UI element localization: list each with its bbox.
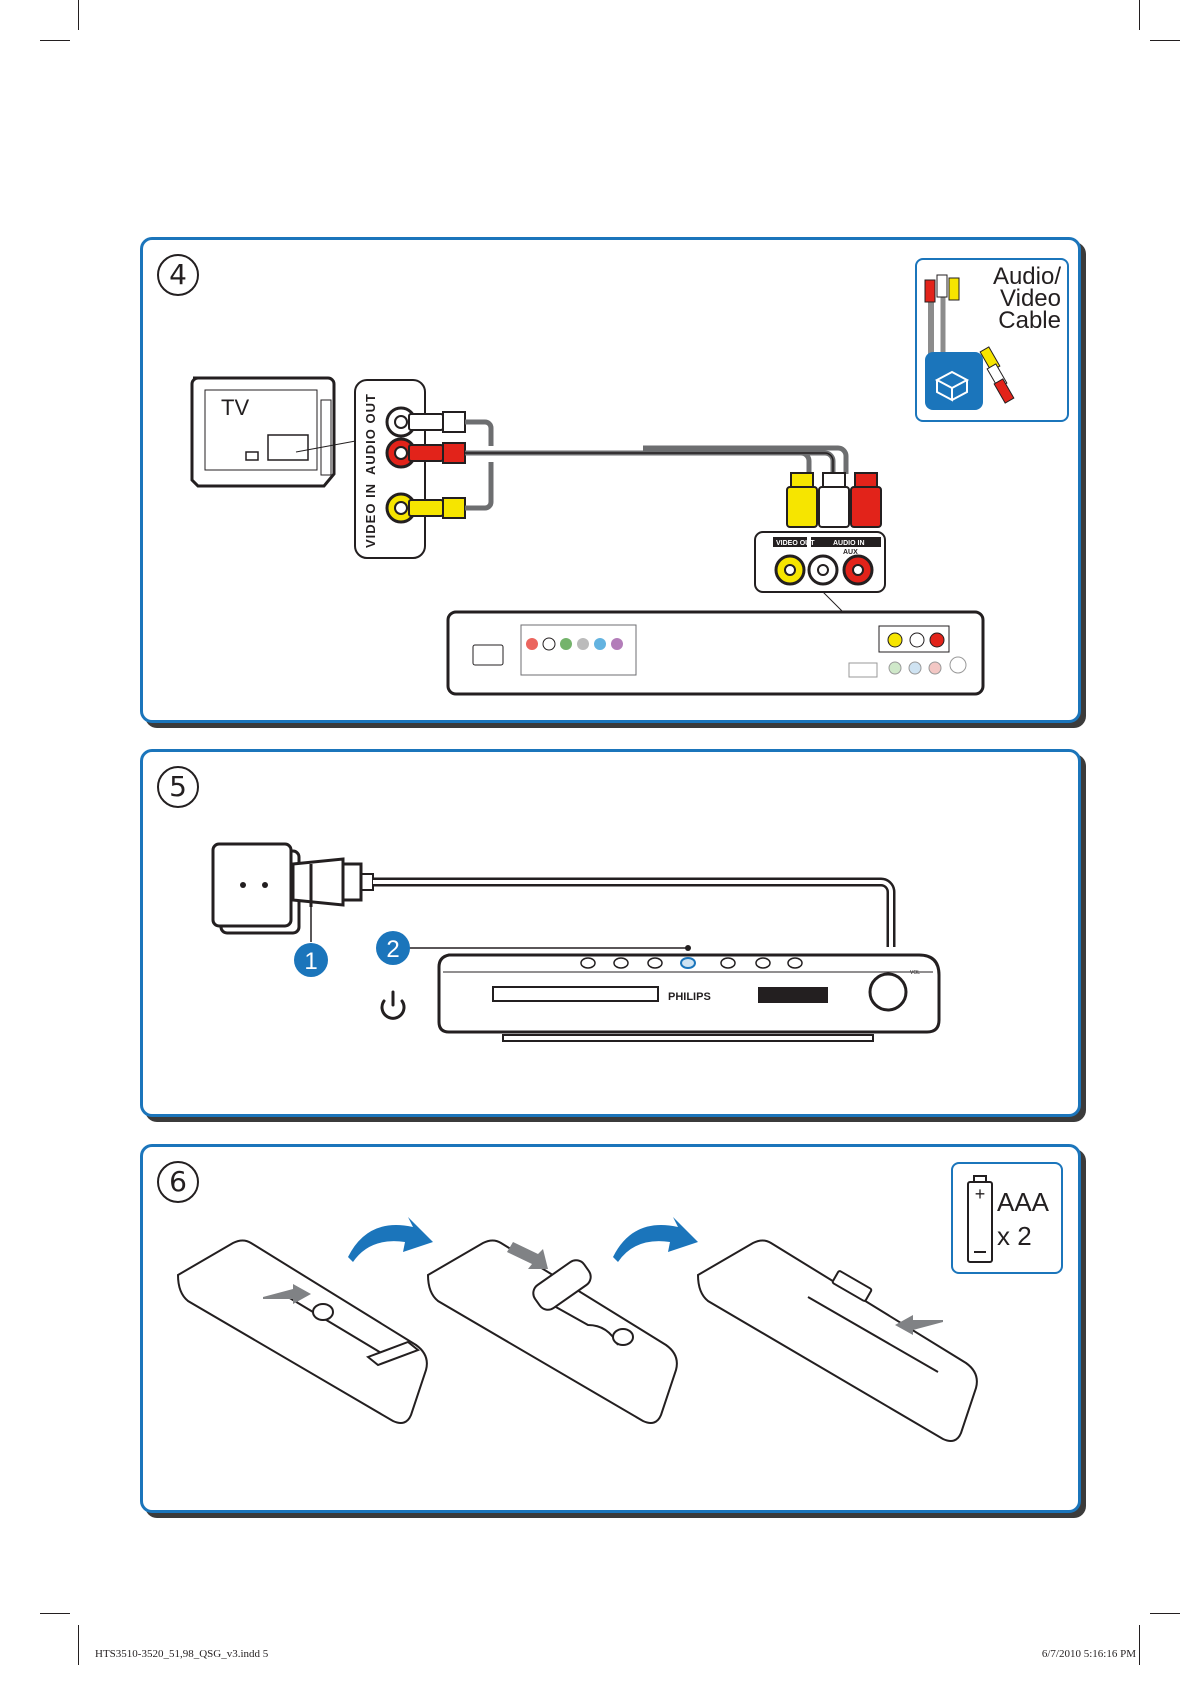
wall-socket-illustration — [213, 844, 299, 933]
audio-out-label: AUDIO OUT — [363, 393, 378, 475]
vol-label: VOL — [910, 970, 920, 976]
step-5-panel: 5 1 2 — [140, 749, 1081, 1117]
step-4-panel: 4 TV AUDIO OUT VIDEO IN — [140, 237, 1081, 723]
remote-control-illustration — [698, 1241, 977, 1442]
audio-in-label: AUDIO IN — [833, 540, 865, 547]
battery-count: x 2 — [997, 1222, 1032, 1250]
power-connection-illustration: 1 2 PHILIPS VOL — [143, 752, 1078, 1114]
svg-text:+: + — [975, 1184, 986, 1204]
cable-label-line: Cable — [993, 310, 1061, 332]
device-side-plugs — [787, 473, 881, 527]
cable-legend-box: Audio/ Video Cable — [915, 258, 1069, 422]
cable-label: Audio/ Video Cable — [993, 266, 1061, 332]
brand-logo: PHILIPS — [668, 991, 711, 1003]
battery-legend-box: + AAA x 2 — [951, 1162, 1063, 1274]
device-rear-illustration — [448, 612, 983, 694]
video-out-label: VIDEO OUT — [776, 540, 815, 547]
footer-timestamp: 6/7/2010 5:16:16 PM — [1042, 1648, 1136, 1660]
marker-2-label: 2 — [386, 936, 399, 963]
battery-insertion-illustration — [143, 1147, 1078, 1510]
device-jack-zoom: VIDEO OUT AUDIO IN AUX — [755, 532, 885, 612]
remote-control-illustration — [428, 1241, 677, 1424]
crop-mark — [1139, 1625, 1140, 1665]
rotate-arrow-icon — [348, 1217, 433, 1262]
crop-mark — [78, 0, 79, 30]
power-plug-illustration — [293, 859, 373, 907]
crop-mark — [78, 1625, 79, 1665]
remote-control-illustration — [178, 1241, 427, 1424]
crop-mark — [1150, 1613, 1180, 1614]
rotate-arrow-icon — [613, 1217, 698, 1262]
crop-mark — [40, 1613, 70, 1614]
tv-label: TV — [221, 395, 249, 420]
tv-back-illustration — [192, 378, 361, 486]
battery-icon: + — [965, 1174, 995, 1264]
power-icon — [382, 992, 404, 1018]
crop-mark — [1139, 0, 1140, 30]
marker-1-label: 1 — [304, 948, 317, 975]
crop-mark — [40, 40, 70, 41]
battery-type: AAA — [997, 1188, 1049, 1216]
footer-file-info: HTS3510-3520_51,98_QSG_v3.indd 5 — [95, 1648, 268, 1660]
crop-mark — [1150, 40, 1180, 41]
step-6-panel: 6 + — [140, 1144, 1081, 1513]
video-in-label: VIDEO IN — [363, 483, 378, 548]
